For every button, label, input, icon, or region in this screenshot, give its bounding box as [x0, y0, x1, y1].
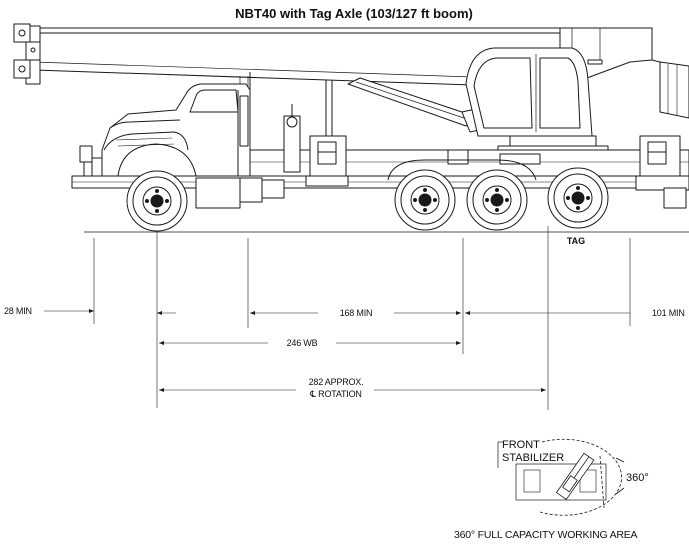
dimension-extension-lines	[93, 226, 631, 410]
front-wheel	[117, 143, 197, 232]
dimension-arrowheads	[89, 309, 546, 392]
front-stabilizer-label-line1: FRONT	[502, 439, 540, 451]
working-area-label: 360° FULL CAPACITY WORKING AREA	[454, 529, 638, 541]
front-overhang-label: 28 MIN	[4, 306, 32, 316]
truck-cab	[79, 83, 251, 179]
front-outrigger	[305, 135, 349, 187]
front-stabilizer-label-line2: STABILIZER	[502, 452, 564, 464]
crane-truck-drawing	[13, 23, 689, 232]
drive-wheel-1	[394, 169, 456, 231]
diagram-title: NBT40 with Tag Axle (103/127 ft boom)	[235, 6, 473, 21]
rotation-label-line1: 282 APPROX.	[309, 377, 364, 387]
tag-axle-wheel	[547, 167, 609, 229]
mid-span-label: 168 MIN	[340, 308, 373, 318]
wheelbase-label: 246 WB	[287, 338, 318, 348]
working-area-inset	[497, 438, 625, 516]
rotation-label-line2: ℄ ROTATION	[309, 389, 361, 399]
rear-fender	[387, 159, 537, 181]
drive-wheel-2	[466, 169, 528, 231]
rear-outrigger	[635, 135, 689, 209]
rear-overhang-label: 101 MIN	[652, 308, 685, 318]
dimension-lines	[44, 310, 630, 391]
tag-axle-label: TAG	[567, 236, 585, 246]
swing-angle-label: 360°	[626, 472, 649, 484]
